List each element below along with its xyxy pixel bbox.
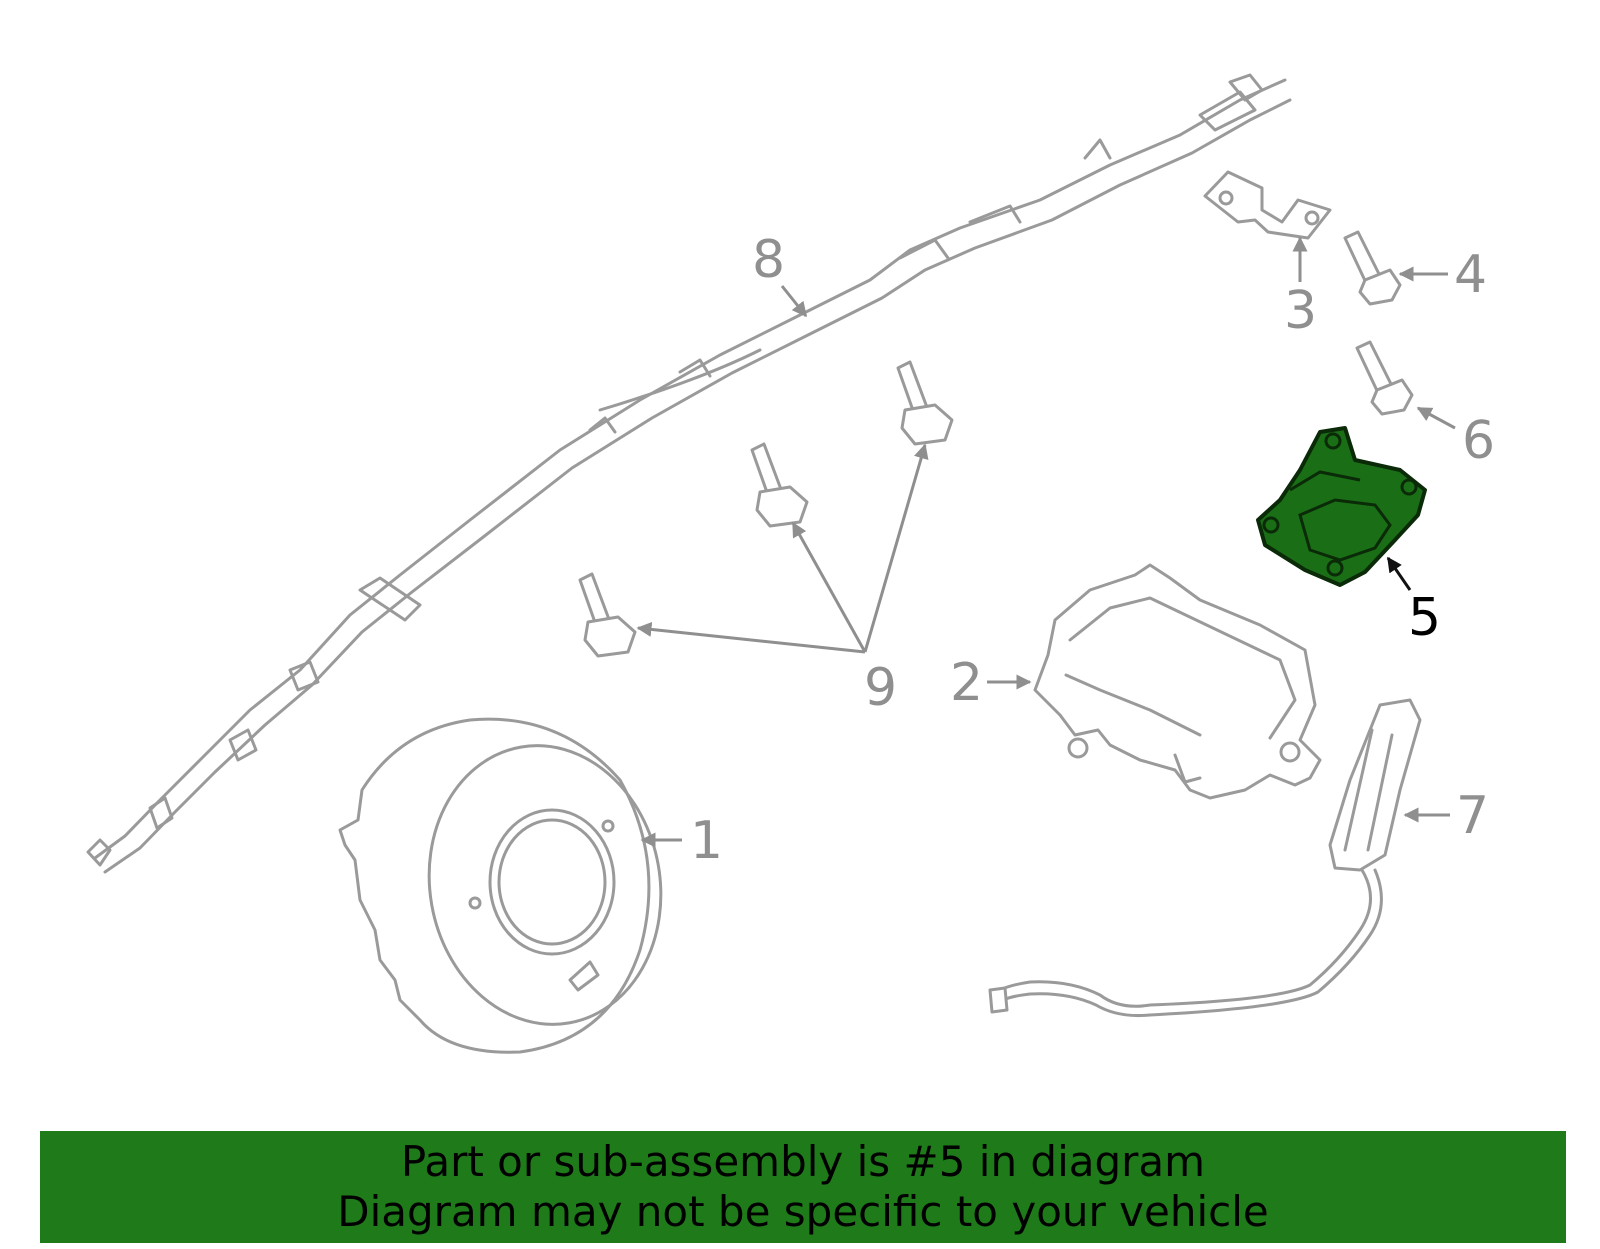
leader-5	[1386, 556, 1412, 591]
callout-4: 4	[1454, 245, 1487, 305]
leader-9b	[791, 521, 867, 653]
callout-6: 6	[1462, 411, 1495, 471]
callout-1: 1	[690, 811, 723, 871]
bolt-part-4[interactable]	[1343, 230, 1402, 306]
callout-2: 2	[950, 653, 983, 713]
callout-8: 8	[752, 230, 785, 290]
airbag-module-part-2[interactable]	[1033, 563, 1322, 800]
callout-3: 3	[1284, 281, 1317, 341]
bracket-part-3[interactable]	[1203, 170, 1332, 240]
leader-9a	[863, 443, 929, 653]
leader-8	[780, 285, 808, 318]
curtain-airbag-part-8[interactable]	[86, 73, 1292, 874]
clip-part-9-b[interactable]	[750, 442, 809, 528]
callout-7: 7	[1456, 786, 1489, 846]
info-banner: Part or sub-assembly is #5 in diagram Di…	[40, 1131, 1566, 1243]
clip-part-9-c[interactable]	[578, 572, 637, 658]
driver-airbag-part-1[interactable]	[338, 717, 683, 1054]
callout-9: 9	[864, 658, 897, 718]
bolt-part-6[interactable]	[1355, 340, 1414, 416]
leader-lines	[636, 236, 1456, 848]
leader-9c	[636, 621, 866, 654]
knee-airbag-part-7[interactable]	[988, 698, 1422, 1017]
callout-5: 5	[1408, 588, 1441, 648]
clip-part-9-a[interactable]	[896, 360, 954, 446]
banner-line-2: Diagram may not be specific to your vehi…	[337, 1187, 1269, 1236]
highlighted-part-5[interactable]	[1256, 426, 1427, 587]
leader-6	[1416, 406, 1456, 430]
banner-line-1: Part or sub-assembly is #5 in diagram	[400, 1137, 1206, 1186]
parts-diagram: 1 2 3 4 5 6 7 8 9	[86, 73, 1495, 1054]
